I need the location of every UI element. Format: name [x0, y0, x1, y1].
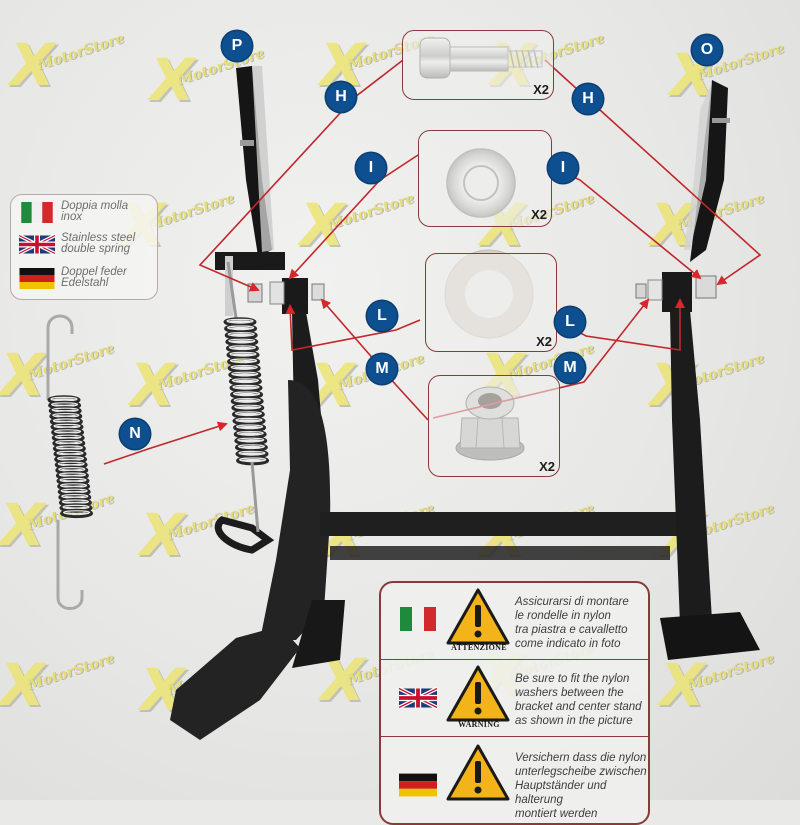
warning-text-italian: Assicurarsi di montare le rondelle in ny…	[515, 595, 647, 651]
part-label-badge-l: L	[367, 301, 397, 331]
text-line: Assicurarsi di montare	[515, 596, 629, 608]
italy-flag-icon	[21, 201, 53, 223]
legend-german-line1: Doppel feder	[61, 266, 127, 278]
legend-english-line1: Stainless steel	[61, 232, 136, 244]
bolt-quantity: X2	[533, 82, 549, 97]
warning-triangle-icon	[446, 588, 510, 645]
warning-text-english: Be sure to fit the nylon washers between…	[515, 672, 647, 728]
part-label-badge-o: O	[692, 35, 722, 65]
legend-german-line2: Edelstahl	[61, 277, 109, 289]
part-label-badge-h: H	[573, 84, 603, 114]
legend-italian-line2: inox	[61, 211, 83, 223]
nylon-washer-box: X2	[425, 253, 557, 352]
warning-row-german: Versichern dass die nylon unterlegscheib…	[381, 739, 648, 820]
warning-heading-english: WARNING	[458, 720, 500, 729]
uk-flag-icon	[399, 686, 437, 710]
part-label-badge-h: H	[326, 82, 356, 112]
warning-panel: ATTENZIONE Assicurarsi di montare le ron…	[379, 581, 650, 825]
metal-washer-box: X2	[418, 130, 552, 227]
loose-spring	[46, 314, 94, 610]
germany-flag-icon	[19, 267, 55, 289]
part-label-badge-p: P	[222, 31, 252, 61]
part-label-badge-n: N	[120, 419, 150, 449]
text-line: come indicato in foto	[515, 638, 621, 650]
part-label-badge-l: L	[555, 307, 585, 337]
italy-flag-icon	[400, 607, 436, 631]
part-label-badge-m: M	[367, 354, 397, 384]
warning-row-english: WARNING Be sure to fit the nylon washers…	[381, 660, 648, 737]
bolt-box: X2	[402, 30, 554, 100]
text-line: Versichern dass die nylon	[515, 752, 647, 764]
warning-text-german: Versichern dass die nylon unterlegscheib…	[515, 751, 647, 821]
legend-italian-line1: Doppia molla	[61, 200, 129, 212]
part-label-badge-i: I	[356, 153, 386, 183]
left-pivot-assembly	[247, 278, 325, 314]
warning-triangle-icon	[446, 744, 510, 801]
legend-english-line2: double spring	[61, 243, 131, 255]
right-pivot-assembly	[635, 272, 717, 312]
text-line: Hauptständer und halterung	[515, 780, 607, 806]
uk-flag-icon	[19, 233, 55, 255]
text-line: tra piastra e cavalletto	[515, 624, 628, 636]
warning-row-italian: ATTENZIONE Assicurarsi di montare le ron…	[381, 583, 648, 660]
text-line: as shown in the picture	[515, 715, 633, 727]
germany-flag-icon	[399, 773, 437, 797]
callout-lines	[103, 59, 762, 465]
metal-washer-quantity: X2	[531, 207, 547, 222]
right-bracket-plate	[684, 80, 730, 262]
text-line: Be sure to fit the nylon	[515, 673, 630, 685]
warning-heading-italian: ATTENZIONE	[451, 643, 507, 652]
part-label-badge-i: I	[548, 153, 578, 183]
text-line: unterlegscheibe zwischen	[515, 766, 647, 778]
center-stand	[170, 310, 760, 740]
warning-triangle-icon	[446, 665, 510, 722]
text-line: montiert werden	[515, 808, 598, 820]
left-bracket-plate	[215, 66, 285, 316]
nylon-washer-quantity: X2	[536, 334, 552, 349]
mounted-spring	[223, 261, 270, 533]
text-line: le rondelle in nylon	[515, 610, 611, 622]
flange-nut-quantity: X2	[539, 459, 555, 474]
text-line: bracket and center stand	[515, 701, 642, 713]
flange-nut-box: X2	[428, 375, 560, 477]
part-label-badge-m: M	[555, 353, 585, 383]
text-line: washers between the	[515, 687, 624, 699]
